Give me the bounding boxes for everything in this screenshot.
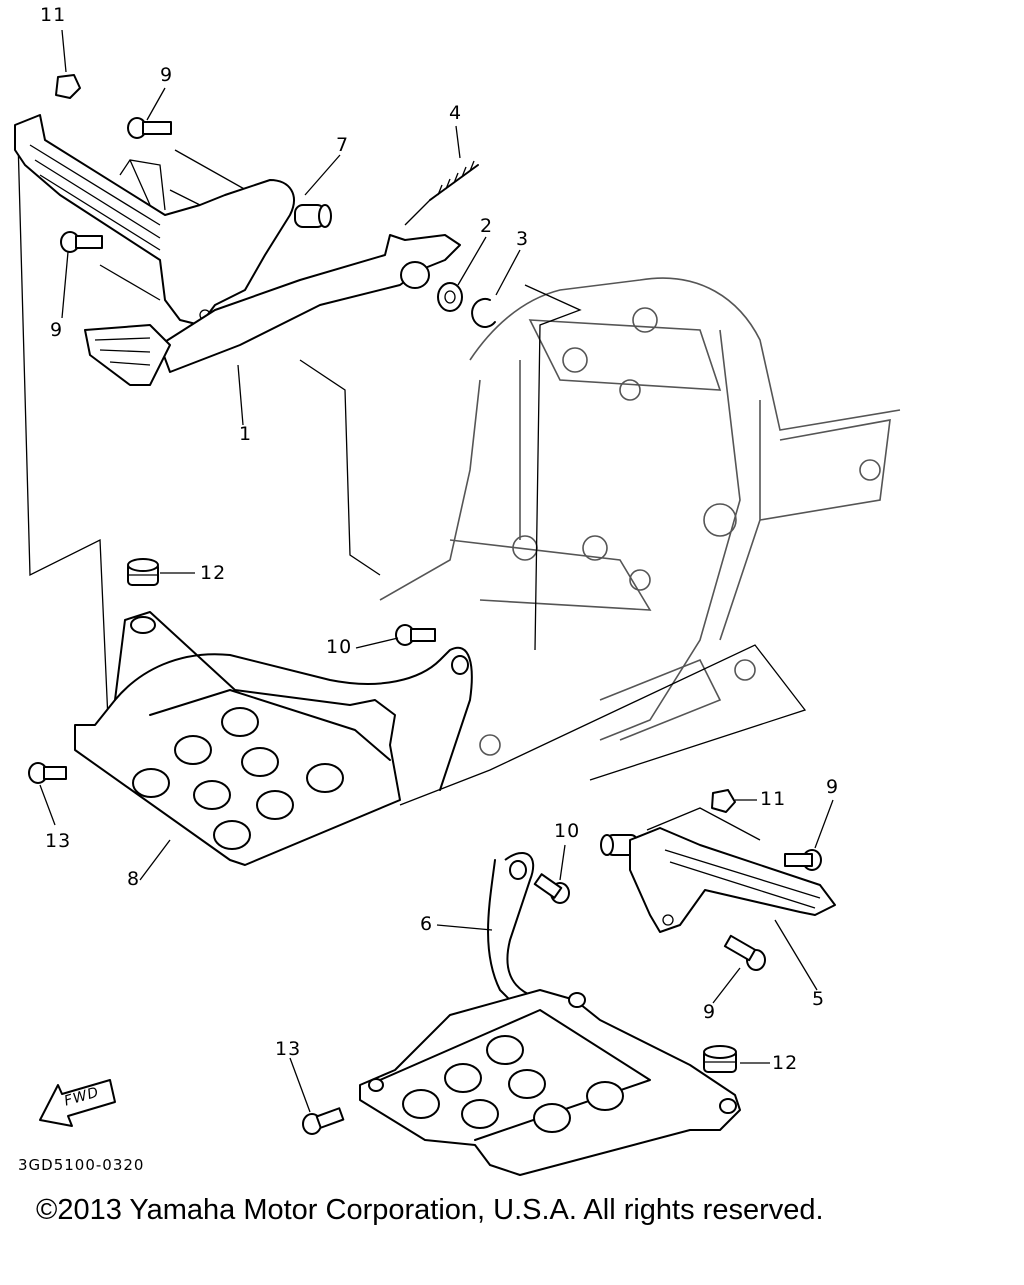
callout-13-lower: 13 xyxy=(275,1038,302,1060)
callout-2: 2 xyxy=(480,215,494,237)
nut-11-lower xyxy=(711,789,736,813)
grommet-12-upper xyxy=(127,558,159,586)
bolt-13-left xyxy=(28,762,67,784)
step-guard-arm-lower xyxy=(487,851,580,1011)
callout-leaders xyxy=(39,29,834,1113)
callout-10-lower: 10 xyxy=(554,820,581,842)
bolt-10-upper xyxy=(395,624,436,646)
callout-13-left: 13 xyxy=(45,830,72,852)
step-guard-left xyxy=(74,611,473,866)
callout-6: 6 xyxy=(420,913,434,935)
callout-8: 8 xyxy=(127,868,141,890)
callout-12-lower: 12 xyxy=(772,1052,799,1074)
footrest-bracket-right xyxy=(600,827,836,933)
bolt-13-lower xyxy=(302,1107,345,1135)
bolt-9-right xyxy=(784,849,822,871)
return-spring xyxy=(404,160,479,226)
leader-lines xyxy=(17,139,807,841)
callout-9-left: 9 xyxy=(50,319,64,341)
copyright-notice: ©2013 Yamaha Motor Corporation, U.S.A. A… xyxy=(36,1194,824,1226)
bolt-9-left xyxy=(60,231,103,253)
grommets xyxy=(127,558,737,1073)
bolt-9-upper xyxy=(127,117,172,139)
frame-outline xyxy=(379,277,901,756)
fasteners xyxy=(28,74,822,1135)
nut-11-upper xyxy=(55,74,81,99)
fwd-arrow xyxy=(39,1079,116,1127)
bolt-10-lower xyxy=(533,873,570,904)
footrest-bracket-upper xyxy=(14,114,332,326)
step-guard-right xyxy=(359,989,741,1176)
grommet-12-lower xyxy=(703,1045,737,1073)
callout-9-right: 9 xyxy=(826,776,840,798)
callout-11-lower: 11 xyxy=(760,788,787,810)
bolt-9-lower xyxy=(723,934,766,971)
callout-3: 3 xyxy=(516,228,530,250)
brake-pedal xyxy=(84,234,461,386)
diagram-code: 3GD5100-0320 xyxy=(18,1156,145,1174)
callout-11-upper: 11 xyxy=(40,4,67,26)
callout-9-lower: 9 xyxy=(703,1001,717,1023)
callout-12-upper: 12 xyxy=(200,562,227,584)
callout-9-upper: 9 xyxy=(160,64,174,86)
callout-7: 7 xyxy=(336,134,350,156)
callout-4: 4 xyxy=(449,102,463,124)
callout-10-upper: 10 xyxy=(326,636,353,658)
callout-5: 5 xyxy=(812,988,826,1010)
callout-1: 1 xyxy=(239,423,253,445)
washer-and-clip xyxy=(437,282,496,328)
